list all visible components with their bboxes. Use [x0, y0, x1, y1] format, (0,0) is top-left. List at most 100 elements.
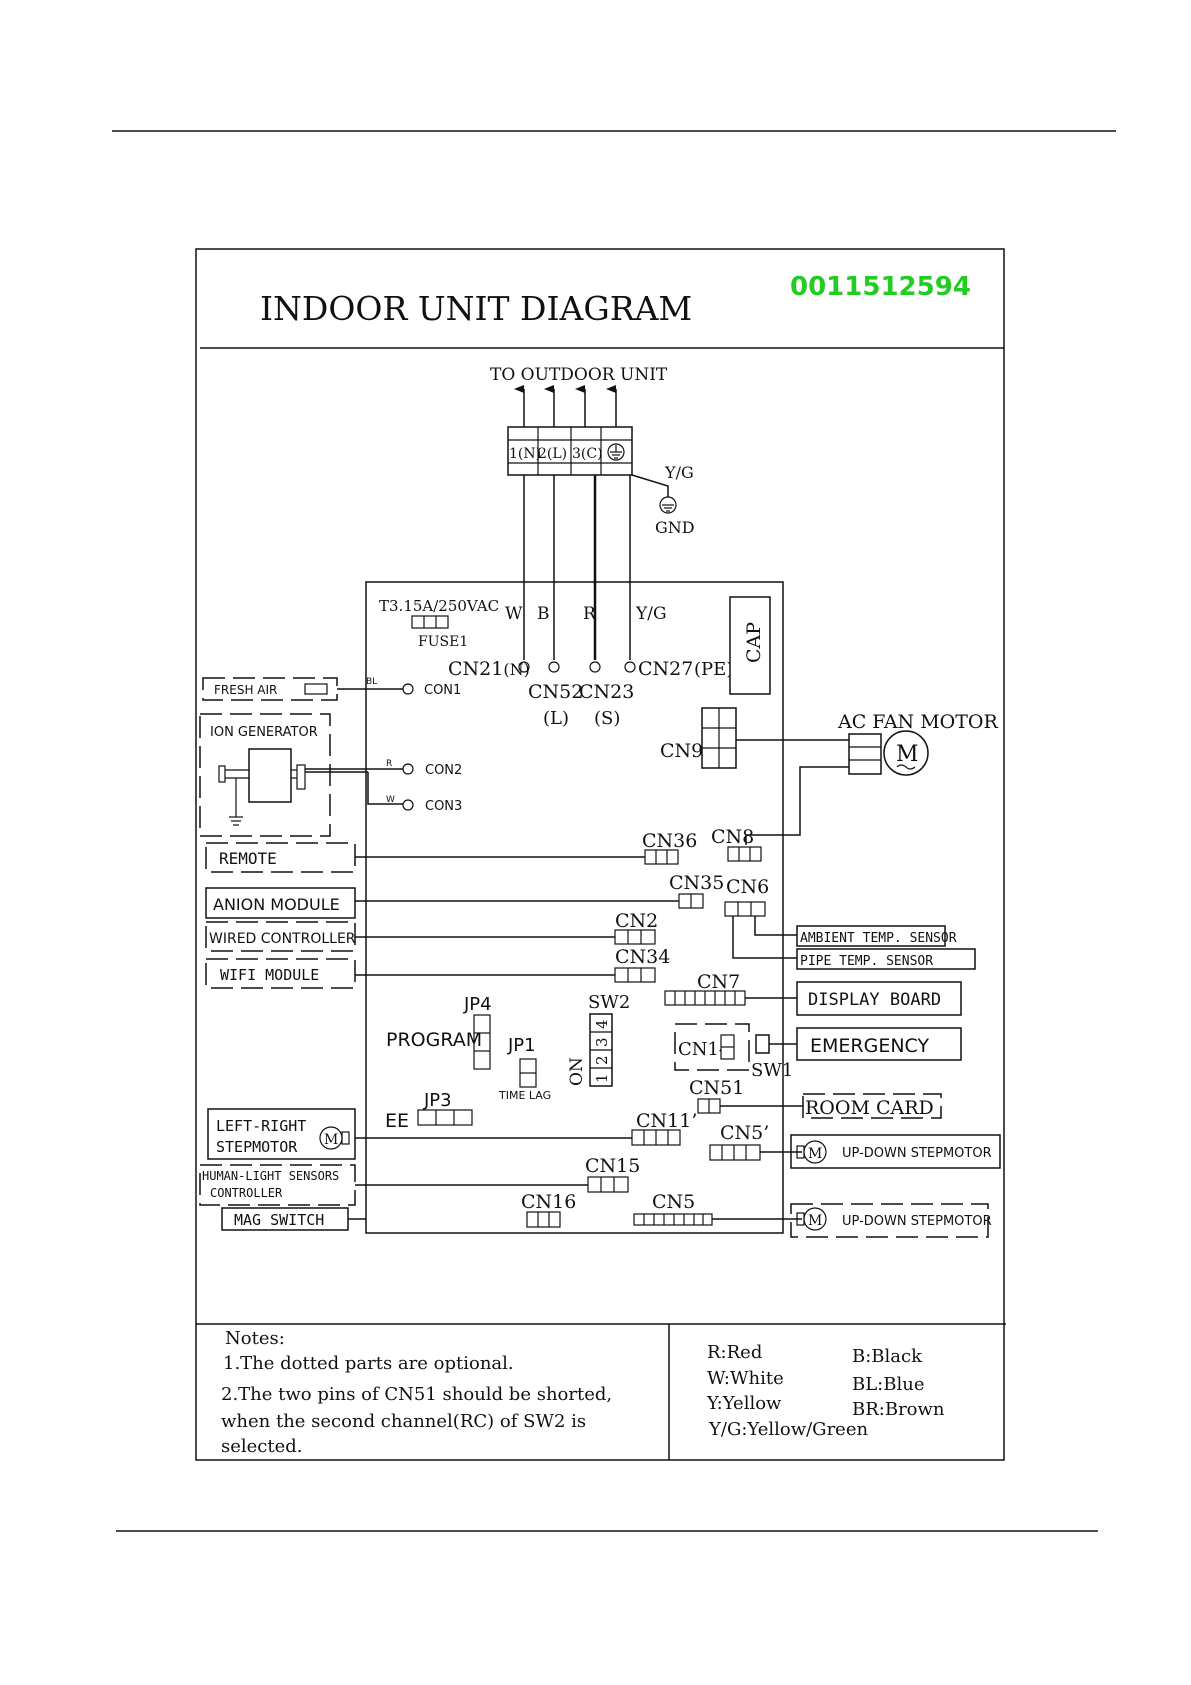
legend-yellow-green: Y/G:Yellow/Green: [708, 1419, 868, 1440]
legend-black: B:Black: [852, 1346, 923, 1367]
fresh-air-label: FRESH AIR: [214, 683, 277, 697]
jp4-header: [473, 1014, 491, 1070]
cn36-connector: [644, 849, 679, 865]
jp3-header: [417, 1109, 473, 1126]
emergency-box: [796, 1027, 962, 1061]
human-light-label-2: CONTROLLER: [210, 1186, 283, 1200]
cn5-label: CN5: [652, 1191, 695, 1213]
cn5p-connector: [709, 1144, 761, 1161]
note-2b: when the second channel(RC) of SW2 is: [221, 1411, 586, 1432]
ac-fan-motor-connector: [848, 733, 882, 775]
updown-stepmotor-1-label: UP-DOWN STEPMOTOR: [842, 1146, 992, 1161]
updown-stepmotor-1-icon: M: [796, 1140, 827, 1164]
cn52-suffix: (L): [543, 708, 569, 729]
terminal-2l: 2(L): [538, 446, 567, 462]
supply-connector-circles: [518, 661, 636, 673]
fuse1-label: FUSE1: [418, 634, 468, 650]
cn21-label: CN21(N): [448, 658, 530, 680]
r-wire-label: R: [386, 759, 392, 769]
cap-label: CAP: [743, 622, 765, 663]
updown-stepmotor-2-box: [790, 1203, 989, 1238]
human-light-box: [199, 1164, 356, 1206]
notes-heading: Notes:: [225, 1328, 285, 1349]
sw2-pos-4: 4: [593, 1019, 611, 1029]
time-lag-label: TIME LAG: [498, 1089, 551, 1102]
sw1-button: [755, 1034, 770, 1054]
cn14-label: CN14: [678, 1039, 730, 1060]
wire-r-label: R: [583, 604, 597, 624]
legend-blue: BL:Blue: [852, 1374, 924, 1395]
fresh-air-connector: [304, 683, 328, 695]
cn34-connector: [614, 967, 656, 983]
pipe-sensor-label: PIPE TEMP. SENSOR: [800, 954, 933, 969]
cn11-label: CN11’: [636, 1110, 697, 1132]
terminal-ground-icon: [607, 443, 625, 461]
svg-text:M: M: [896, 742, 919, 767]
lr-stepmotor-icon: M: [319, 1126, 350, 1150]
lr-stepmotor-box: [207, 1108, 356, 1160]
remote-label: REMOTE: [219, 849, 277, 868]
program-label: PROGRAM: [386, 1029, 482, 1051]
sw2-pos-3: 3: [593, 1037, 611, 1047]
document-id: 0011512594: [790, 272, 971, 302]
cn2-connector: [614, 929, 656, 945]
note-2a: 2.The two pins of CN51 should be shorted…: [221, 1384, 612, 1405]
con2-label: CON2: [425, 763, 462, 778]
cn51-label: CN51: [689, 1077, 744, 1099]
legend-red: R:Red: [707, 1342, 762, 1363]
cn11-connector: [631, 1129, 681, 1146]
yg-ground-wire: [631, 474, 669, 497]
lr-stepmotor-label-2: STEPMOTOR: [216, 1138, 298, 1156]
cn35-label: CN35: [669, 872, 724, 894]
sw1-label: SW1: [751, 1060, 793, 1081]
fresh-air-box: [202, 677, 338, 701]
sw2-label: SW2: [588, 992, 630, 1013]
updown-stepmotor-2-label: UP-DOWN STEPMOTOR: [842, 1214, 992, 1229]
cn14-connector: [720, 1034, 735, 1060]
svg-text:M: M: [324, 1132, 338, 1148]
jp1-label: JP1: [507, 1035, 536, 1056]
cn14-box: [674, 1023, 750, 1071]
gnd-label: GND: [655, 518, 695, 537]
cn7-label: CN7: [697, 971, 740, 993]
w-wire-label: W: [386, 795, 395, 805]
svg-text:M: M: [808, 1146, 822, 1162]
cn34-label: CN34: [615, 946, 670, 968]
display-board-label: DISPLAY BOARD: [808, 990, 941, 1010]
ion-generator-box: [199, 713, 331, 837]
ac-fan-motor-icon: M: [883, 730, 929, 776]
wifi-module-box: [205, 958, 356, 989]
cn15-label: CN15: [585, 1155, 640, 1177]
anion-module-box: [205, 887, 356, 919]
wire-b-label: B: [537, 604, 550, 624]
anion-module-label: ANION MODULE: [213, 895, 340, 914]
emergency-label: EMERGENCY: [810, 1035, 929, 1057]
svg-text:M: M: [808, 1213, 822, 1229]
wire-w-label: W: [505, 604, 523, 624]
ac-fan-motor-label: AC FAN MOTOR: [837, 711, 998, 733]
con2-terminal: [402, 763, 414, 775]
room-card-label: ROOM CARD: [805, 1097, 934, 1119]
cn36-label: CN36: [642, 830, 697, 852]
ee-label: EE: [385, 1110, 409, 1132]
outdoor-arrows: [514, 385, 617, 427]
pipe-sensor-box: [796, 948, 976, 970]
wired-controller-label: WIRED CONTROLLER: [209, 931, 356, 947]
jp1-header: [519, 1058, 537, 1088]
cn8-label: CN8: [711, 826, 754, 848]
fuse1-symbol: [411, 615, 449, 629]
cn52-label: CN52: [528, 681, 583, 703]
room-card-box: [802, 1093, 942, 1119]
cn8-fan-wire: [745, 766, 849, 845]
sw2-pos-2: 2: [593, 1055, 611, 1065]
terminal-3c: 3(C): [572, 446, 603, 462]
cn27-label: CN27: [638, 658, 693, 680]
cn16-label: CN16: [521, 1191, 576, 1213]
note-2c: selected.: [221, 1436, 303, 1457]
cn23-label: CN23: [579, 681, 634, 703]
cn15-connector: [587, 1176, 629, 1193]
supply-wires: [523, 475, 631, 660]
legend-white: W:White: [707, 1368, 784, 1389]
to-outdoor-label: TO OUTDOOR UNIT: [490, 365, 668, 385]
